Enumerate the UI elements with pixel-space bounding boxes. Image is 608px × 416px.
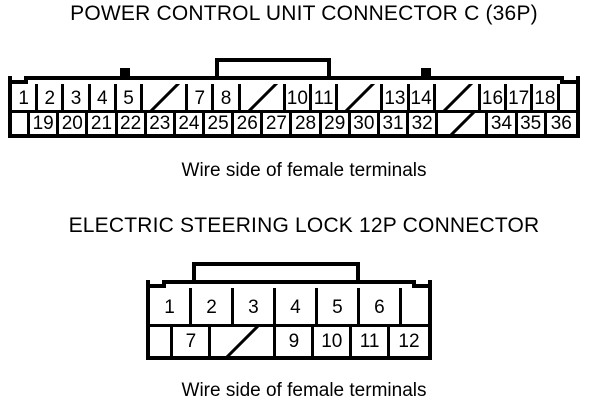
pin-cavity-10: 10 (285, 84, 312, 112)
pin-cavity-16: 16 (480, 84, 508, 112)
page-title-36p-connector: POWER CONTROL UNIT CONNECTOR C (36P) (70, 2, 538, 25)
blanked-cavity (338, 84, 384, 112)
pin-cavity-3: 3 (233, 288, 276, 326)
pin-cavity-28: 28 (292, 113, 322, 134)
pin-cavity-1: 1 (12, 84, 39, 112)
corner-notch-right-36p (560, 76, 576, 84)
corner-notch-left-36p (12, 76, 28, 84)
pin-cavity-8: 8 (214, 84, 241, 112)
end-pad (12, 113, 31, 134)
pin-cavity-27: 27 (263, 113, 293, 134)
end-pad (559, 84, 576, 112)
corner-notch-left-12p (150, 280, 166, 288)
end-pad (401, 288, 428, 326)
pin-cavity-14: 14 (409, 84, 436, 112)
pin-cavity-17: 17 (507, 84, 534, 112)
pin-cavity-11: 11 (311, 84, 339, 112)
row-divider-36p (12, 110, 576, 113)
corner-notch-right-12p (412, 280, 428, 288)
blanked-cavity (211, 327, 277, 356)
pin-cavity-26: 26 (234, 113, 264, 134)
pin-cavity-20: 20 (59, 113, 89, 134)
pin-cavity-18: 18 (533, 84, 560, 112)
blanked-cavity (438, 113, 489, 134)
pin-cavity-32: 32 (409, 113, 439, 134)
pin-cavity-1: 1 (150, 288, 192, 326)
pin-cavity-30: 30 (350, 113, 380, 134)
pin-cavity-31: 31 (379, 113, 410, 134)
pin-cavity-19: 19 (30, 113, 60, 134)
pin-cavity-6: 6 (359, 288, 402, 326)
pin-cavity-22: 22 (117, 113, 147, 134)
blanked-cavity (435, 84, 481, 112)
pin-cavity-5: 5 (116, 84, 144, 112)
pin-cavity-7: 7 (188, 84, 215, 112)
pin-cavity-11: 11 (352, 327, 391, 356)
caption-12p-connector: Wire side of female terminals (181, 380, 427, 401)
pin-cavity-12: 12 (390, 327, 428, 356)
end-pad (150, 327, 174, 356)
pin-cavity-34: 34 (488, 113, 518, 134)
pin-cavity-13: 13 (383, 84, 410, 112)
pin-cavity-35: 35 (517, 113, 547, 134)
pin-cavity-21: 21 (88, 113, 118, 134)
pin-cavity-23: 23 (146, 113, 176, 134)
locating-tab-left-36p (120, 68, 130, 77)
page-title-12p-connector: ELECTRIC STEERING LOCK 12P CONNECTOR (68, 214, 540, 237)
blanked-cavity (143, 84, 189, 112)
latch-bar-12p (192, 262, 360, 284)
caption-36p-connector: Wire side of female terminals (181, 160, 427, 181)
pin-cavity-10: 10 (314, 327, 353, 356)
pin-cavity-29: 29 (321, 113, 351, 134)
pin-cavity-25: 25 (205, 113, 235, 134)
row-divider-12p (150, 324, 428, 327)
pin-cavity-3: 3 (64, 84, 91, 112)
pin-cavity-4: 4 (90, 84, 117, 112)
blanked-cavity (240, 84, 286, 112)
pin-cavity-5: 5 (317, 288, 360, 326)
locating-tab-right-36p (421, 68, 431, 77)
pin-cavity-24: 24 (175, 113, 206, 134)
pin-cavity-9: 9 (276, 327, 315, 356)
pin-cavity-2: 2 (191, 288, 234, 326)
pin-cavity-2: 2 (38, 84, 65, 112)
latch-bar-36p (215, 58, 331, 80)
pin-cavity-4: 4 (275, 288, 318, 326)
pin-cavity-36: 36 (546, 113, 576, 134)
pin-cavity-7: 7 (173, 327, 212, 356)
